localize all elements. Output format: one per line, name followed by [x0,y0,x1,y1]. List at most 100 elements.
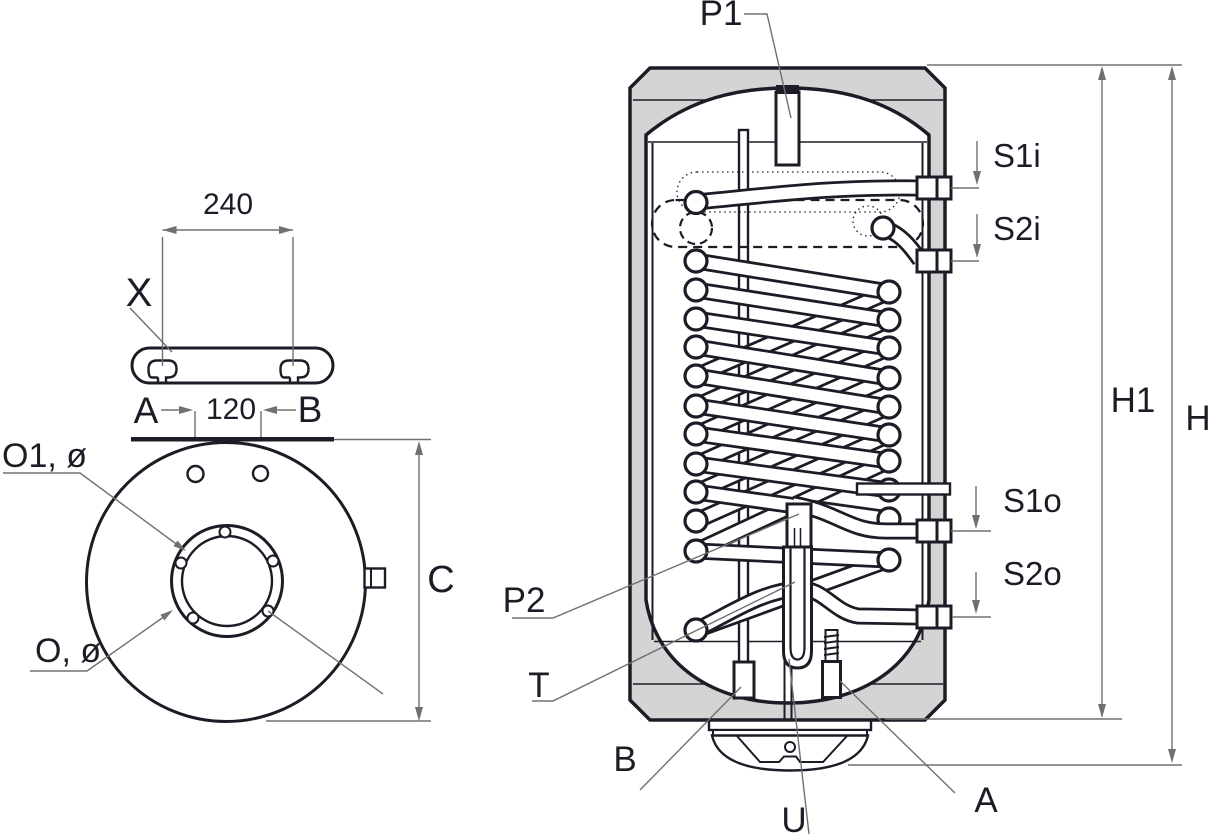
fitting-s2o [915,604,953,630]
leader-o1 [3,472,186,551]
wall-line [131,437,334,442]
rod-socket [732,660,756,700]
coil-tube-end [876,422,902,448]
coil-tube-end [683,451,709,477]
label-s1i: S1i [993,137,1041,174]
coil-tube-end [876,365,902,391]
coil-tube-end [683,363,709,389]
leader-a [839,680,956,794]
coil-tube-end [683,277,709,303]
heater-u-tube-inner [789,547,806,661]
fitting-s1i [915,175,953,201]
label-120: 120 [206,393,256,426]
coil-tube-end [683,538,709,564]
heater-u-tube [782,545,813,670]
flange-bolt-hole [218,525,232,539]
leader-t [532,581,796,702]
dim-h-arrow-bottom [1168,749,1176,763]
dim-h1-arrow-top [1098,66,1106,80]
coil-tube-end [683,306,709,332]
dim-240 [161,229,294,366]
coil-tube [695,284,890,326]
coil-tube [695,400,890,441]
dim-h [848,64,1182,766]
anode [821,629,842,699]
coil-tube [695,428,890,467]
coil-tube [695,255,890,298]
coil-tube-end [876,448,902,474]
label-a-top: A [134,390,159,431]
leader-x [129,307,173,353]
coil-tube-end [870,215,896,241]
side-fitting [363,567,387,589]
upper-outlet-stub [855,482,952,496]
coil-tube-end [683,508,709,534]
coil-tube-end [683,479,709,505]
coil-tube-end [683,393,709,419]
label-x: X [126,271,153,315]
coil-ends [683,189,902,573]
label-c: C [427,559,454,601]
hole-b [251,464,270,483]
dim-a-arrow [179,406,193,414]
flange-bolt-holes [174,525,280,625]
dim-c-arrow-top [415,441,423,455]
label-u: U [781,801,806,837]
label-t: T [528,666,549,705]
coil-tube-end [683,189,709,216]
dim-240-arrow-right [279,226,293,234]
label-s2i: S2i [993,210,1041,247]
coil-tube-end [683,334,709,360]
flange-bolt-hole [174,556,188,570]
dim-b-arrow [263,406,277,414]
probe-pocket-p1 [774,85,801,167]
coil-tube-end [683,248,709,274]
pipe-fittings [915,175,953,630]
label-h: H [1185,399,1210,438]
leader-u [788,658,810,835]
cap-hole [784,741,796,753]
fitting-s1o [915,518,953,544]
leader-bolt-hole [267,610,384,695]
coil-tube-end [876,394,902,420]
bracket-slot-right [279,359,310,384]
coil-tube [695,341,890,384]
dim-c-arrow-bottom [415,707,423,721]
coil-tube-end [876,307,902,333]
label-p1: P1 [700,0,743,33]
coil-tube [695,313,890,354]
top-view-drawing: 240 X A 120 B O1, ø O, ø C [2,188,455,723]
dim-240-arrow-left [162,226,177,234]
section-leaders [512,13,956,835]
dim-h1-arrow-bottom [1098,704,1106,718]
label-240: 240 [203,188,253,221]
label-s1o: S1o [1003,482,1062,519]
hole-a [186,464,205,484]
s-arrows [951,141,991,618]
section-view-drawing: P1 S1i S2i S1o S2o H1 H P2 T B U A [503,0,1211,837]
label-s2o: S2o [1003,555,1062,592]
label-o1: O1, ø [2,437,87,475]
p2-pocket-body [785,502,813,549]
dim-h-arrow-top [1168,66,1176,80]
s2o-arrow [972,600,980,614]
dim-c [266,438,431,722]
bracket-slot-left [147,359,178,384]
label-b-top: B [298,389,323,430]
s2i-arrow [973,244,981,258]
label-h1: H1 [1111,381,1156,420]
coil-tube [695,370,890,413]
leader-o [30,610,173,672]
flange-bolt-hole [266,554,280,568]
label-b-bottom: B [613,740,636,779]
label-o: O, ø [35,632,101,670]
bottom-cap [707,719,873,772]
label-p2: P2 [503,581,546,620]
leader-b [639,686,742,791]
sensor-rod [737,128,750,665]
mounting-bracket [130,346,335,385]
s1i-arrow [973,171,981,185]
probe-pocket-p2 [782,502,813,670]
